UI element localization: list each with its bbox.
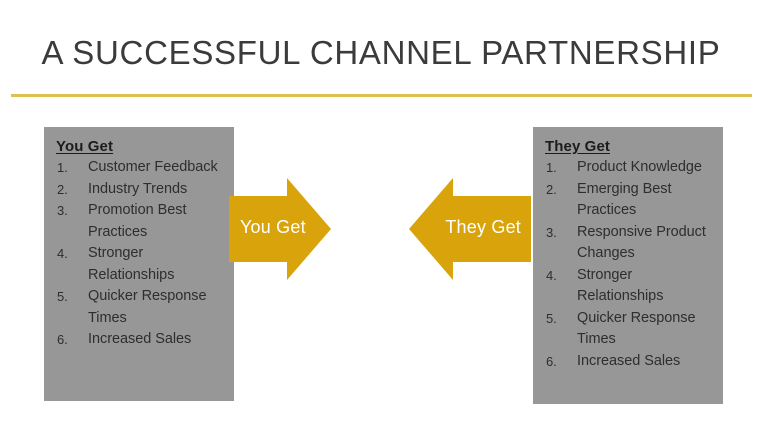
they-get-list-item-number: 3. bbox=[546, 224, 557, 240]
you-get-panel-heading: You Get bbox=[56, 138, 114, 155]
they-get-list-item: 1. Product Knowledge bbox=[545, 157, 711, 179]
they-get-list-item-number: 1. bbox=[546, 160, 557, 175]
you-get-list-item: 3. Promotion Best Practices bbox=[56, 200, 222, 243]
they-get-list-item: 2. Emerging Best Practices bbox=[545, 179, 711, 222]
you-get-arrow: You Get bbox=[229, 178, 331, 280]
you-get-list-item-label: Promotion Best Practices bbox=[88, 202, 187, 240]
they-get-list-item: 4. Stronger Relationships bbox=[545, 265, 711, 308]
you-get-list-item: 4. Stronger Relationships bbox=[56, 243, 222, 286]
you-get-list-item-label: Industry Trends bbox=[88, 180, 188, 197]
arrow-left-icon bbox=[409, 178, 531, 280]
you-get-list-item: 6. Increased Sales bbox=[56, 329, 222, 351]
they-get-list-item-number: 5. bbox=[546, 310, 557, 326]
you-get-list-item-number: 6. bbox=[57, 332, 68, 347]
they-get-list-item-label: Responsive Product Changes bbox=[577, 223, 706, 262]
they-get-panel-heading: They Get bbox=[545, 138, 610, 155]
you-get-list: 1. Customer Feedback 2. Industry Trends 3. Pr… bbox=[56, 157, 222, 351]
you-get-list-item-number: 2. bbox=[57, 181, 68, 197]
you-get-list-item: 5. Quicker Response Times bbox=[56, 286, 222, 329]
you-get-list-item: 1. Customer Feedback bbox=[56, 157, 222, 179]
they-get-list-item: 6. Increased Sales bbox=[545, 351, 711, 373]
they-get-list-item-label: Emerging Best Practices bbox=[577, 180, 672, 219]
they-get-list-item-number: 4. bbox=[546, 267, 557, 283]
they-get-list-item-number: 2. bbox=[546, 181, 557, 197]
they-get-list-item-label: Product Knowledge bbox=[577, 159, 702, 175]
you-get-list-item-label: Stronger Relationships bbox=[88, 245, 175, 283]
arrow-right-icon bbox=[229, 178, 331, 280]
you-get-panel: You Get 1. Customer Feedback 2. Industry Tr… bbox=[44, 127, 234, 401]
you-get-list-item-number: 1. bbox=[57, 160, 68, 175]
they-get-list: 1. Product Knowledge 2. Emerging Best Pract… bbox=[545, 157, 711, 372]
they-get-list-item-number: 6. bbox=[546, 353, 557, 369]
they-get-list-item: 5. Quicker Response Times bbox=[545, 308, 711, 351]
they-get-list-item-label: Quicker Response Times bbox=[577, 309, 696, 348]
you-get-arrow-label: You Get bbox=[240, 217, 306, 237]
you-get-list-item-label: Quicker Response Times bbox=[88, 288, 207, 326]
page-title: A SUCCESSFUL CHANNEL PARTNERSHIP bbox=[41, 34, 721, 71]
they-get-list-item-label: Stronger Relationships bbox=[577, 266, 664, 305]
they-get-arrow-label: They Get bbox=[445, 217, 521, 237]
you-get-list-item-number: 4. bbox=[57, 246, 68, 261]
they-get-arrow: They Get bbox=[409, 178, 531, 280]
you-get-list-item-label: Customer Feedback bbox=[88, 159, 218, 175]
they-get-panel: They Get 1. Product Knowledge 2. Emerging B… bbox=[533, 127, 723, 404]
they-get-list-item-label: Increased Sales bbox=[577, 352, 681, 369]
you-get-list-item-label: Increased Sales bbox=[88, 331, 192, 347]
you-get-list-item-number: 5. bbox=[57, 289, 68, 304]
you-get-list-item-number: 3. bbox=[57, 203, 68, 218]
you-get-list-item: 2. Industry Trends bbox=[56, 179, 222, 201]
title-divider bbox=[11, 94, 752, 97]
they-get-list-item: 3. Responsive Product Changes bbox=[545, 222, 711, 265]
